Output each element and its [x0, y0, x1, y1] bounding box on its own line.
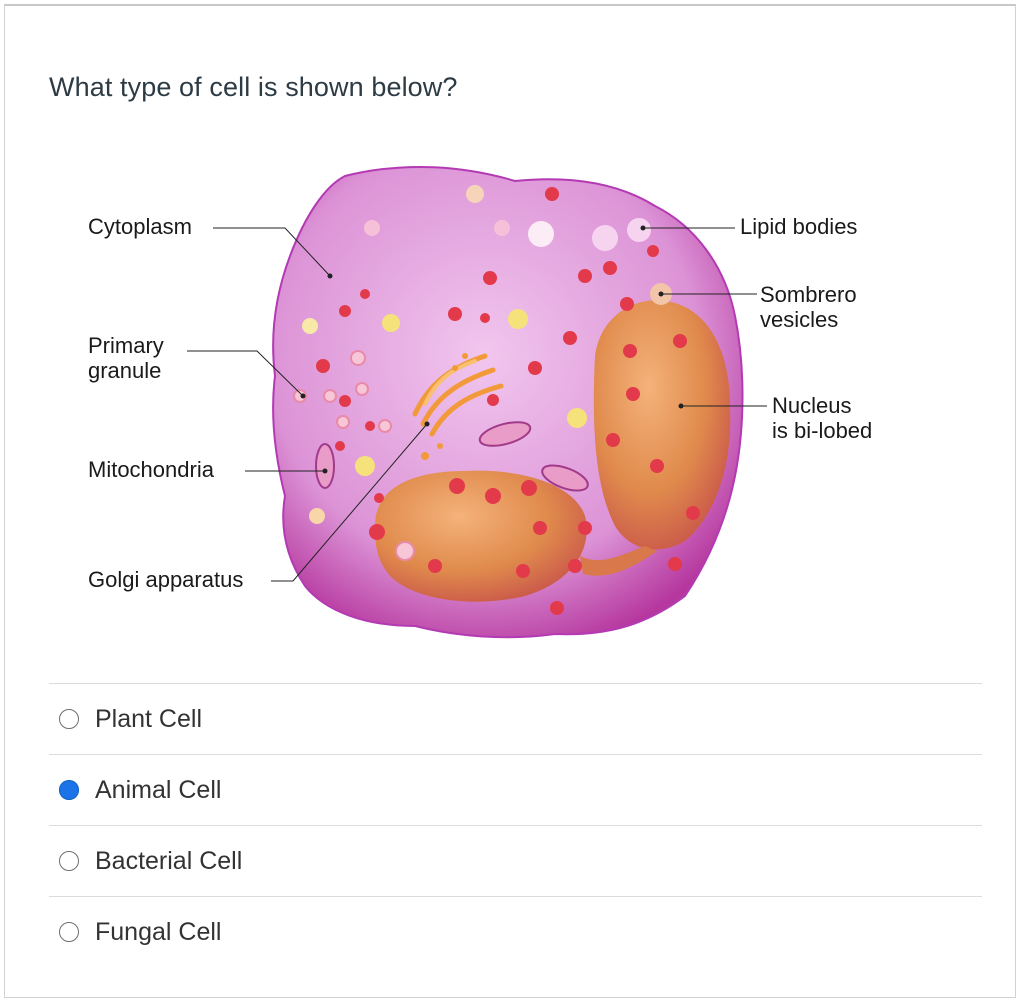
- golgi-apparatus: [412, 353, 504, 460]
- label-mitochondria: Mitochondria: [88, 457, 214, 482]
- label-lipid-bodies: Lipid bodies: [740, 214, 858, 239]
- label-sombrero-vesicles: Sombrero vesicles: [760, 282, 857, 332]
- nucleus-lobe-left: [375, 470, 587, 602]
- option-fungal-cell[interactable]: Fungal Cell: [49, 896, 982, 967]
- option-label: Animal Cell: [95, 775, 222, 804]
- granules: [316, 187, 700, 615]
- eosinophil-illustration: [187, 165, 767, 639]
- option-label: Plant Cell: [95, 704, 202, 733]
- label-golgi-apparatus: Golgi apparatus: [88, 567, 244, 592]
- radio-bacterial-cell[interactable]: [59, 851, 79, 871]
- radio-fungal-cell[interactable]: [59, 922, 79, 942]
- option-label: Fungal Cell: [95, 917, 222, 946]
- lipid-bodies: [302, 185, 672, 524]
- option-animal-cell[interactable]: Animal Cell: [49, 754, 982, 825]
- cell-diagram: Cytoplasm Primary granule Mitochondria G…: [45, 156, 985, 656]
- primary-granules: [293, 350, 415, 561]
- option-plant-cell[interactable]: Plant Cell: [49, 683, 982, 754]
- label-primary-granule: Primary granule: [88, 333, 164, 383]
- mitochondria: [315, 421, 589, 492]
- radio-animal-cell[interactable]: [59, 780, 79, 800]
- answer-options: Plant Cell Animal Cell Bacterial Cell Fu…: [49, 683, 982, 967]
- option-bacterial-cell[interactable]: Bacterial Cell: [49, 825, 982, 896]
- leader-dots: [300, 225, 684, 474]
- question-text: What type of cell is shown below?: [49, 72, 458, 102]
- question-card: What type of cell is shown below?: [4, 4, 1016, 998]
- nucleus-lobe-right: [593, 300, 731, 550]
- leader-lines: [187, 227, 767, 582]
- option-label: Bacterial Cell: [95, 846, 243, 875]
- label-nucleus: Nucleus is bi-lobed: [772, 393, 873, 443]
- radio-plant-cell[interactable]: [59, 709, 79, 729]
- nucleus-bridge: [580, 546, 657, 576]
- label-cytoplasm: Cytoplasm: [88, 214, 192, 239]
